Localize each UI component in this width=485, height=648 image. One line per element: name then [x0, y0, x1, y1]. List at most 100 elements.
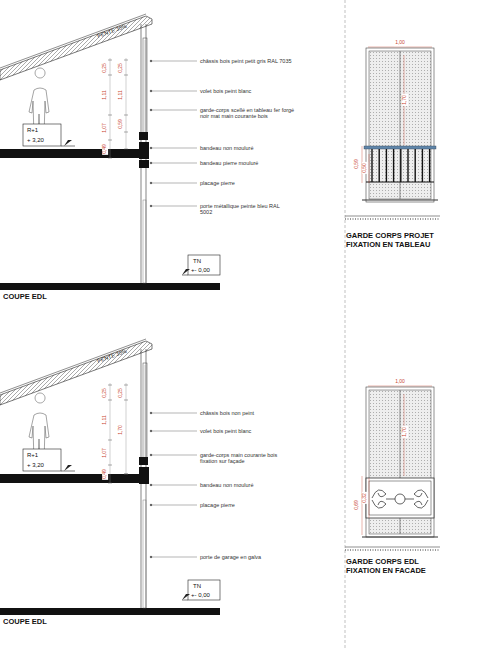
level-label: + 3,20 — [27, 462, 44, 469]
drawing-part — [151, 413, 197, 414]
drawing-part — [345, 0, 346, 648]
callout: garde-corps main courante bois fixation … — [200, 452, 295, 465]
dimension: 0,69 — [354, 499, 360, 511]
drawing-part — [151, 431, 197, 432]
callout: châssis bois non peint — [200, 410, 340, 416]
drawing-part — [395, 494, 405, 504]
callout: porte métallique peinte bleu RAL 5002 — [200, 203, 292, 216]
dimension: 1,07 — [102, 122, 108, 134]
drawing-part — [150, 109, 152, 111]
drawing-part — [124, 115, 128, 116]
drawing-part — [151, 206, 197, 207]
drawing-part — [150, 412, 152, 414]
drawing-part — [369, 154, 370, 183]
drawing-part — [372, 490, 386, 498]
drawing-part — [366, 478, 434, 518]
dimension: 0,25 — [118, 387, 124, 399]
drawing-part — [362, 476, 363, 535]
drawing-part — [345, 549, 440, 551]
drawing-part — [366, 181, 434, 182]
drawing-part — [151, 148, 197, 149]
dimension: 0,49 — [102, 468, 108, 480]
drawing-part — [150, 454, 152, 456]
level-label: R+1 — [27, 127, 38, 134]
drawing-part — [345, 216, 440, 217]
drawing-part — [151, 61, 197, 62]
callout: porte de garage en galva — [200, 554, 340, 560]
callout: placage pierre — [200, 180, 340, 186]
drawing-part — [400, 51, 401, 199]
drawing-part — [415, 149, 416, 182]
drawing-part — [379, 149, 380, 182]
drawing-part — [0, 339, 220, 615]
drawing-part — [345, 218, 440, 220]
drawing-part — [0, 14, 220, 290]
dimension: 1,07 — [102, 447, 108, 459]
drawing-part — [366, 48, 434, 202]
drawing-part — [151, 485, 197, 486]
dimension: 0,25 — [118, 62, 124, 74]
drawing-part — [143, 200, 146, 283]
drawing-part — [151, 557, 197, 558]
drawing-part — [429, 149, 430, 182]
drawing-part — [393, 149, 394, 182]
drawing-part — [368, 47, 432, 48]
dimension: 1,11 — [102, 89, 108, 100]
dimension: 1,11 — [118, 89, 124, 100]
drawing-part — [366, 387, 434, 537]
drawing-part — [386, 149, 387, 182]
callout: bandeau non mouluré — [200, 482, 340, 488]
elevation-title: GARDE CORPS PROJET FIXATION EN TABLEAU — [346, 232, 446, 249]
dimension: 0,59 — [354, 158, 360, 170]
drawing-part — [150, 162, 152, 164]
drawing-part — [371, 149, 372, 182]
drawing-part — [151, 91, 197, 92]
callout: bandeau pierre mouluré — [200, 160, 340, 166]
drawing-part — [405, 499, 414, 500]
level-label: TN — [193, 583, 201, 590]
drawing-part — [362, 537, 438, 538]
dimension: 1,00 — [394, 40, 406, 46]
drawing-part — [150, 412, 197, 558]
drawing-part — [143, 500, 146, 608]
drawing-part — [364, 146, 436, 149]
drawing-part — [400, 149, 401, 182]
drawing-part — [151, 163, 197, 164]
drawing-part — [407, 149, 408, 182]
drawing-part — [150, 205, 152, 207]
drawing-part — [372, 500, 386, 508]
drawing-part — [150, 484, 152, 486]
drawing-part — [151, 183, 197, 184]
drawing-part — [422, 149, 423, 182]
drawing-part — [139, 160, 149, 168]
dimension: 0,49 — [102, 143, 108, 155]
dimension: 1,00 — [394, 379, 406, 385]
dimension: 0,32 — [362, 492, 368, 504]
level-label: + 3,20 — [27, 137, 44, 144]
callout: bandeau non mouluré — [200, 145, 340, 151]
drawing-part — [150, 430, 152, 432]
drawing-part — [124, 474, 128, 475]
dimension: 0,59 — [118, 118, 124, 130]
dimension: 0,50 — [362, 162, 368, 174]
callout: garde-corps scellé en tableau fer forgé … — [200, 107, 302, 120]
level-label: R+1 — [27, 452, 38, 459]
elevation-title: GARDE CORPS EDL FIXATION EN FACADE — [346, 558, 446, 575]
dimension: 1,11 — [102, 414, 108, 425]
drawing-part — [372, 490, 428, 508]
level-label: +- 0,00 — [191, 267, 210, 274]
drawing-part — [124, 132, 128, 133]
level-label: TN — [193, 258, 201, 265]
callout: placage pierre — [200, 502, 340, 508]
drawing-part — [368, 386, 432, 387]
drawing-part — [414, 490, 428, 498]
drawing-part — [124, 115, 128, 132]
callout: châssis bois peint petit gris RAL 7035 — [200, 58, 295, 64]
callout: volet bois peint blanc — [200, 428, 340, 434]
drawing-part — [369, 481, 431, 515]
drawing-part — [414, 500, 428, 508]
dimension: 1,70 — [402, 426, 408, 438]
drawing-part — [150, 182, 152, 184]
drawing-part — [362, 200, 438, 201]
